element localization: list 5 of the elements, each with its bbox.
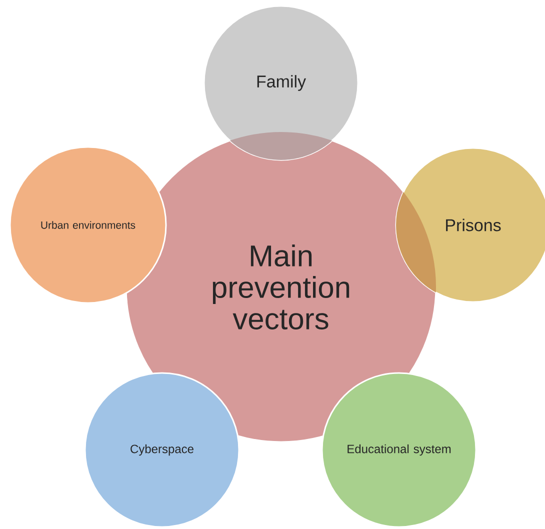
circle-node: Cyberspace [84,372,240,528]
circle-node: Prisons [395,147,545,303]
circle-node: Urban environments [9,146,167,304]
circle-node: Educational system [321,372,477,528]
circle-node: Family [203,5,359,161]
